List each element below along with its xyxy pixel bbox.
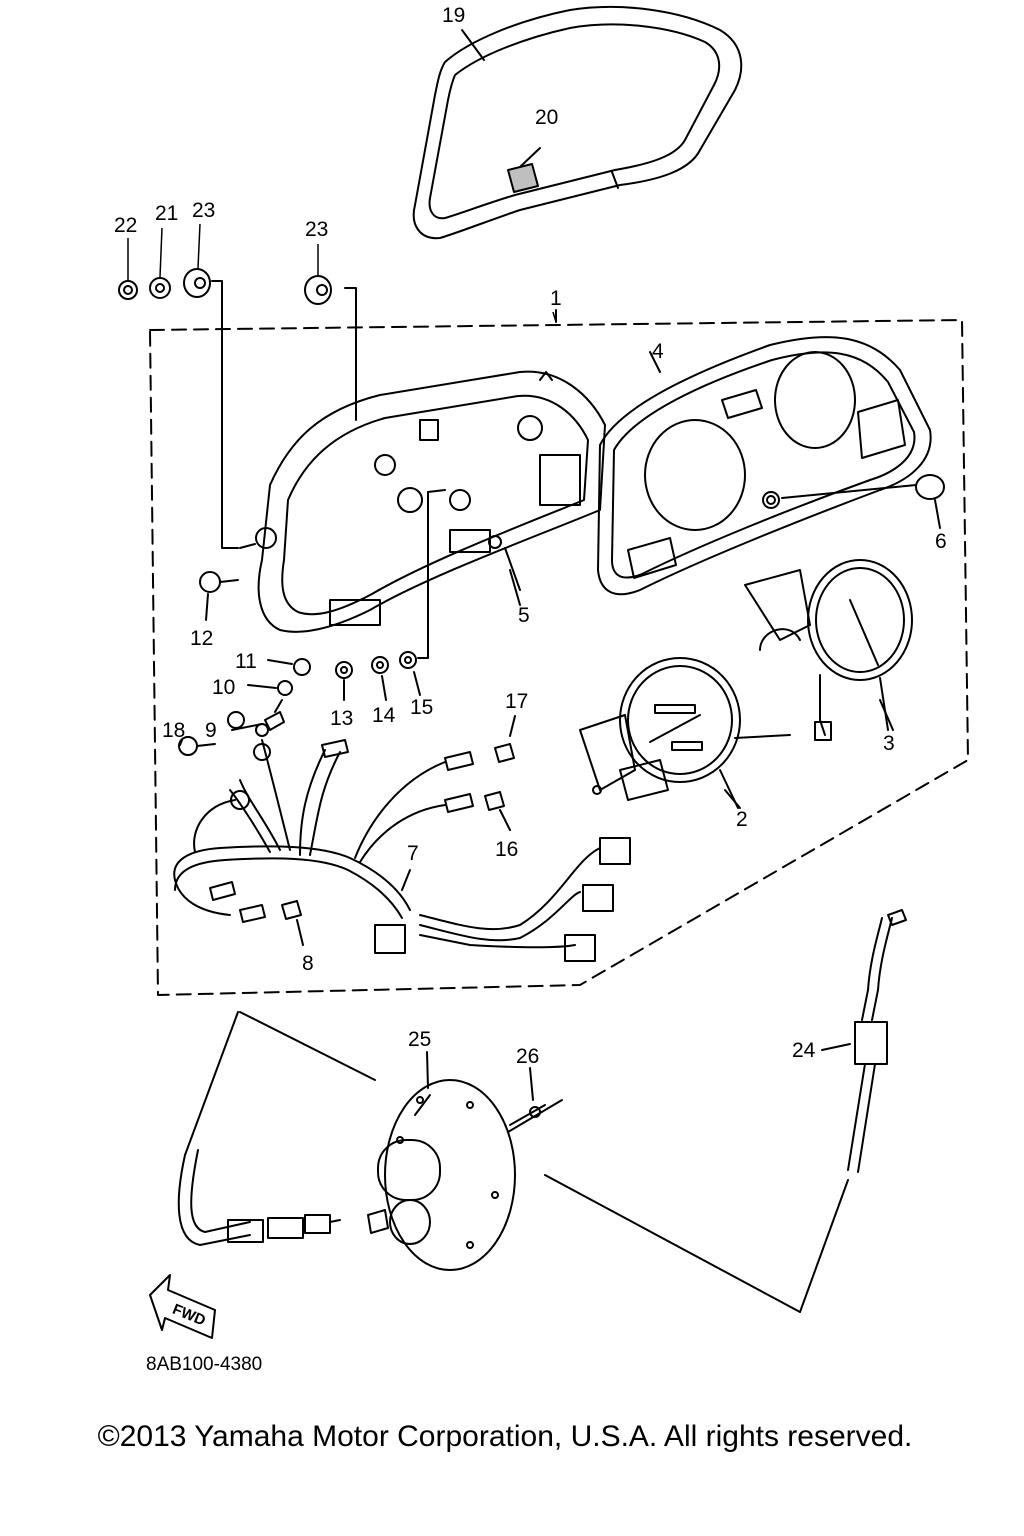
callout-25: 25 [408, 1028, 431, 1051]
washer-10 [247, 680, 293, 696]
callout-3: 3 [883, 732, 895, 755]
cable-guide-lines [184, 1011, 849, 1313]
callout-labels: 1 2 3 4 5 6 7 8 9 10 11 12 13 14 15 16 1… [114, 4, 947, 1375]
meter-panel [597, 336, 932, 596]
meter-cable-24 [821, 909, 907, 1173]
screw-9 [231, 699, 285, 731]
callout-8: 8 [302, 952, 314, 975]
callout-6: 6 [935, 530, 947, 553]
meter-case [257, 370, 606, 633]
callout-5: 5 [518, 604, 530, 627]
callout-23-right: 23 [305, 218, 328, 241]
callout-24: 24 [792, 1039, 816, 1062]
callout-1: 1 [550, 287, 562, 310]
copyright-notice: ©2013 Yamaha Motor Corporation, U.S.A. A… [97, 1420, 913, 1453]
screw-12 [199, 571, 239, 621]
callout-23-left: 23 [192, 199, 215, 222]
washer-14 [371, 656, 389, 701]
fwd-arrow-icon [149, 1274, 216, 1339]
speedometer-gear-unit [367, 1051, 516, 1271]
nut-15 [399, 489, 446, 696]
washer-22 [118, 280, 138, 300]
callout-15: 15 [410, 696, 433, 719]
grommet-23-right [304, 275, 357, 421]
callout-10: 10 [212, 676, 235, 699]
washer-11 [267, 658, 311, 676]
meter-cable-lower [177, 1149, 341, 1246]
callout-9: 9 [205, 719, 217, 742]
callout-21: 21 [155, 202, 178, 225]
assembly-boundary [149, 319, 969, 996]
bulb-16 [484, 791, 511, 831]
callout-18: 18 [162, 719, 185, 742]
callout-19: 19 [442, 4, 465, 27]
callout-20: 20 [535, 106, 558, 129]
callout-4: 4 [652, 340, 664, 363]
callout-2: 2 [736, 808, 748, 831]
callout-12: 12 [190, 627, 213, 650]
callout-17: 17 [505, 690, 528, 713]
washer-21 [149, 277, 171, 299]
wire-harness [173, 711, 631, 962]
pin [507, 1067, 563, 1133]
callout-13: 13 [330, 707, 353, 730]
washer-13 [335, 661, 353, 701]
screw-18 [178, 736, 216, 756]
bulb-8 [281, 900, 304, 946]
tachometer [744, 559, 913, 741]
callout-7: 7 [407, 842, 419, 865]
screw-near-case [239, 527, 277, 549]
leader-lines [461, 29, 894, 809]
speedometer [579, 657, 791, 809]
rubber-cap [781, 474, 945, 529]
diagram-code: 8AB100-4380 [146, 1354, 262, 1375]
callout-22: 22 [114, 214, 137, 237]
callout-26: 26 [516, 1045, 539, 1068]
callout-14: 14 [372, 704, 396, 727]
cover-pad [507, 147, 541, 193]
grommet-23-left [183, 268, 239, 549]
meter-cover-ring [412, 5, 743, 240]
callout-16: 16 [495, 838, 518, 861]
callout-11: 11 [235, 650, 257, 673]
bulb-17 [494, 715, 516, 763]
